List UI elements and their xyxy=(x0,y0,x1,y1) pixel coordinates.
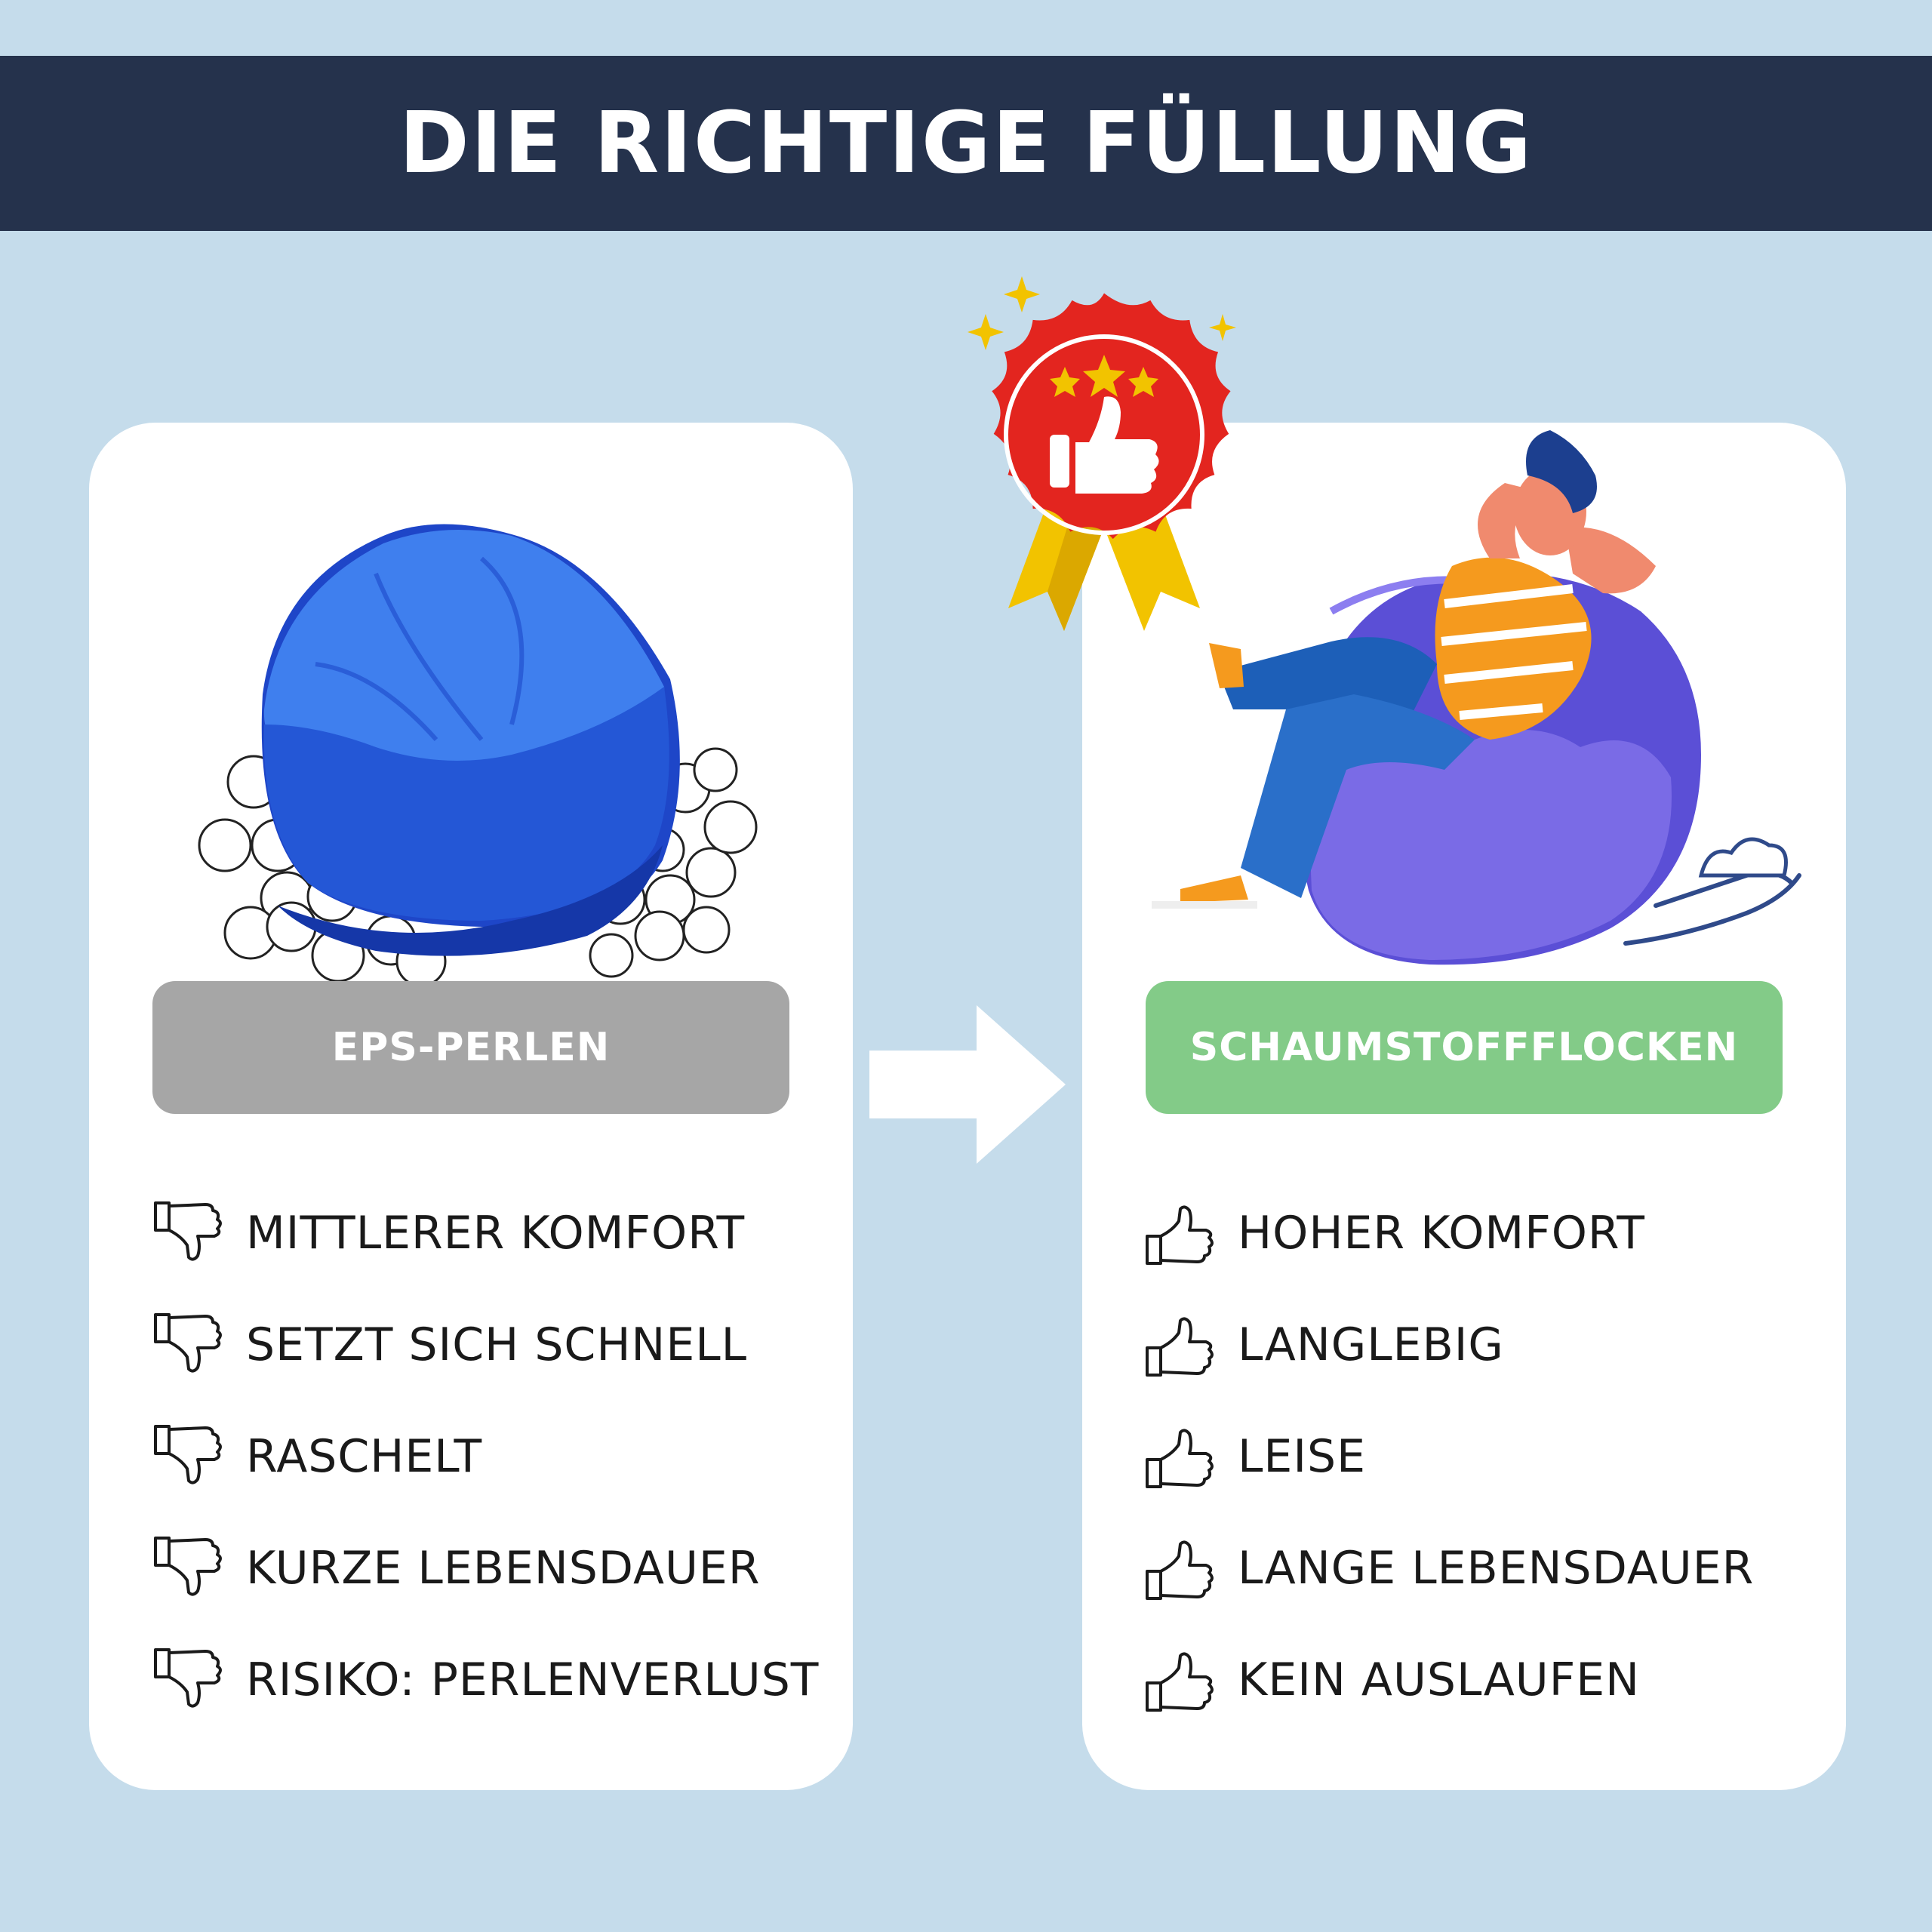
award-badge-icon xyxy=(968,276,1236,631)
list-item: RISIKO: PERLENVERLUST xyxy=(152,1624,819,1736)
eps-beanbag-illustration xyxy=(198,524,758,981)
sparkle-icons xyxy=(968,276,1236,350)
list-item: LEISE xyxy=(1144,1401,1754,1512)
header-bar: DIE RICHTIGE FÜLLUNG xyxy=(0,56,1932,231)
list-item: RASCHELT xyxy=(152,1401,819,1512)
thumbs-down-icon xyxy=(154,1201,222,1261)
thumbs-down-icon xyxy=(154,1537,222,1596)
list-item: HOHER KOMFORT xyxy=(1144,1177,1754,1289)
list-item: SETZT SICH SCHNELL xyxy=(152,1289,819,1401)
thumbs-down-icon xyxy=(154,1648,222,1708)
thumbs-up-icon xyxy=(1146,1540,1214,1600)
eps-label: EPS-PERLEN xyxy=(152,981,789,1114)
foam-label: SCHAUMSTOFFFLOCKEN xyxy=(1146,981,1783,1114)
arrow-right-icon xyxy=(869,1005,1066,1164)
thumbs-up-icon xyxy=(1146,1205,1214,1265)
page-title: DIE RICHTIGE FÜLLUNG xyxy=(398,94,1534,192)
thumbs-down-icon xyxy=(154,1313,222,1373)
relaxing-person-illustration xyxy=(1152,430,1801,965)
thumbs-up-icon xyxy=(1146,1429,1214,1488)
list-item: KEIN AUSLAUFEN xyxy=(1144,1624,1754,1736)
thumbs-down-icon xyxy=(154,1425,222,1484)
list-item: MITTLERER KOMFORT xyxy=(152,1177,819,1289)
thumbs-up-icon xyxy=(1146,1317,1214,1377)
eps-card: EPS-PERLEN MITTLERER KOMFORT SETZT SICH … xyxy=(89,423,853,1790)
eps-cons-list: MITTLERER KOMFORT SETZT SICH SCHNELL RAS… xyxy=(152,1177,819,1736)
list-item: LANGLEBIG xyxy=(1144,1289,1754,1401)
list-item: KURZE LEBENSDAUER xyxy=(152,1512,819,1624)
thumbs-up-icon xyxy=(1146,1652,1214,1712)
list-item: LANGE LEBENSDAUER xyxy=(1144,1512,1754,1624)
foam-pros-list: HOHER KOMFORT LANGLEBIG LEISE LANGE LEBE… xyxy=(1144,1177,1754,1736)
foam-card: SCHAUMSTOFFFLOCKEN HOHER KOMFORT LANGLEB… xyxy=(1082,423,1846,1790)
